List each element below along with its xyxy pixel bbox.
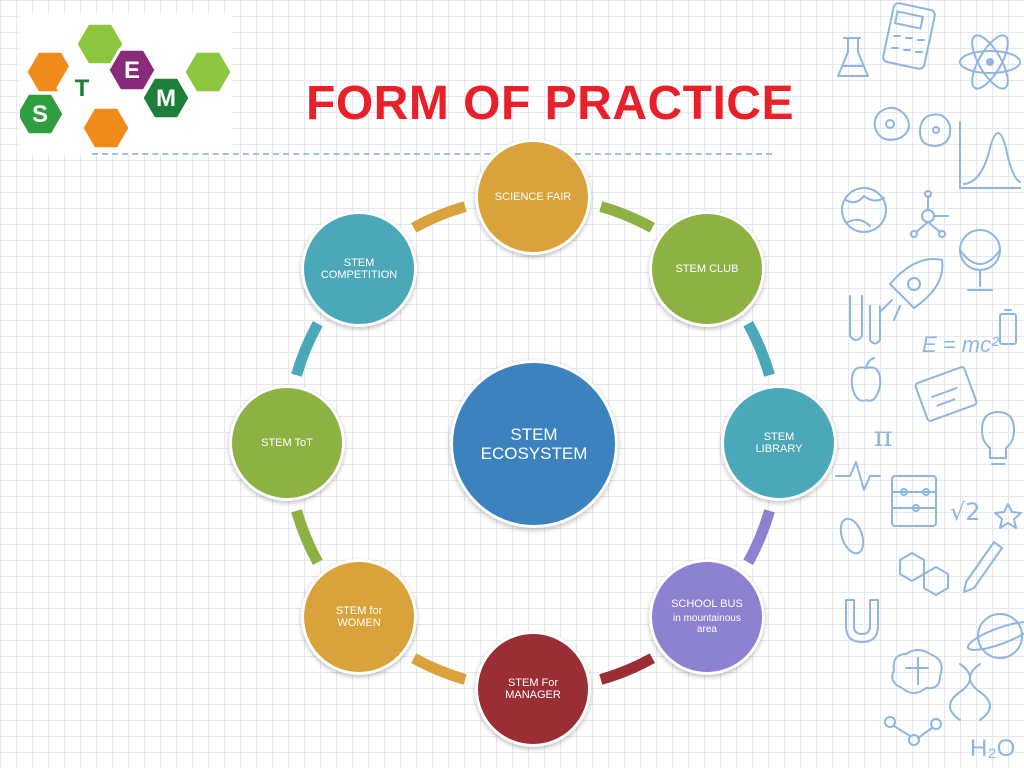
ecosystem-node: SCIENCE FAIR	[475, 139, 591, 255]
ring-connector-arc	[743, 509, 775, 565]
flask-icon	[837, 37, 869, 77]
logo-hexagon	[182, 49, 232, 95]
ecosystem-node: STEM for WOMEN	[301, 558, 418, 675]
small-molecule-icon	[884, 716, 942, 746]
water-formula-text: H₂O	[970, 735, 1015, 762]
battery-icon	[999, 309, 1017, 345]
ecosystem-node: SCHOOL BUS in mountainous area	[648, 558, 765, 675]
ring-connector-arc	[411, 201, 467, 233]
calculator-icon	[882, 2, 936, 70]
rocket-icon	[879, 258, 944, 321]
doodles-graphic: E = mc² π	[835, 2, 1024, 762]
desk-globe-icon	[959, 229, 1001, 291]
ecosystem-node: STEM LIBRARY	[721, 385, 837, 501]
center-node-stem-ecosystem: STEM ECOSYSTEM	[450, 360, 618, 528]
ecosystem-node-label: STEM for WOMEN	[335, 604, 383, 629]
heartbeat-icon	[835, 461, 881, 491]
ecosystem-node-label: STEM ToT	[261, 437, 313, 449]
atom-icon	[959, 34, 1021, 90]
book-icon	[914, 366, 978, 422]
abacus-icon	[891, 475, 937, 527]
ecosystem-node-label: SCIENCE FAIR	[494, 191, 572, 203]
ecosystem-node: STEM ToT	[229, 385, 345, 501]
title-divider	[92, 153, 772, 155]
ecosystem-node-sublabel: in mountainous area	[673, 613, 741, 636]
logo-letter: M	[156, 85, 176, 112]
magnet-icon	[845, 599, 879, 643]
square-root-symbol: √2	[950, 498, 981, 526]
pencil-icon	[963, 541, 1003, 593]
page-title: FORM OF PRACTICE	[306, 77, 794, 131]
molecule-icon	[910, 190, 949, 238]
ecosystem-node: STEM For MANAGER	[475, 631, 591, 747]
planet-icon	[966, 613, 1024, 659]
light-bulb-icon	[981, 411, 1015, 465]
science-doodles-decoration: E = mc² π	[830, 0, 1024, 768]
formula-text: E = mc²	[922, 332, 999, 357]
benzene-molecule-icon	[899, 552, 949, 596]
pill-icon	[839, 517, 865, 555]
ecosystem-node-label: STEM LIBRARY	[755, 431, 803, 455]
test-tubes-icon	[849, 295, 881, 345]
apple-icon	[850, 357, 882, 402]
ring-connector-arc	[411, 653, 467, 685]
ecosystem-node-label: STEM CLUB	[675, 263, 739, 276]
logo-hexagon	[140, 75, 192, 121]
microbe-icon	[873, 106, 952, 147]
pi-symbol: π	[874, 420, 892, 453]
ring-connector-arc	[599, 201, 655, 233]
ring-connector-arc	[599, 653, 655, 685]
ecosystem-node-label: STEM COMPETITION	[320, 257, 398, 282]
ring-connector-arc	[291, 321, 323, 377]
brain-icon	[891, 649, 943, 694]
stem-logo-graphic: T EM S	[20, 21, 232, 151]
ecosystem-node: STEM CLUB	[648, 211, 765, 328]
logo-hexagon	[80, 105, 132, 151]
logo-letter: E	[124, 57, 140, 84]
ring-connector-arc	[743, 321, 775, 377]
star-icon	[994, 503, 1022, 529]
globe-icon	[841, 187, 887, 233]
bell-curve-graph-icon	[959, 121, 1021, 189]
ecosystem-node-label: STEM For MANAGER	[505, 677, 561, 701]
logo-hexagon	[106, 47, 158, 93]
dna-icon	[949, 663, 991, 721]
logo-hexagon	[20, 91, 66, 137]
logo-letter: S	[32, 101, 48, 128]
ecosystem-node-label: SCHOOL BUS	[671, 598, 743, 611]
ring-connector-arc	[291, 509, 323, 565]
logo-letter: T	[75, 75, 90, 102]
ecosystem-node: STEM COMPETITION	[301, 211, 418, 328]
